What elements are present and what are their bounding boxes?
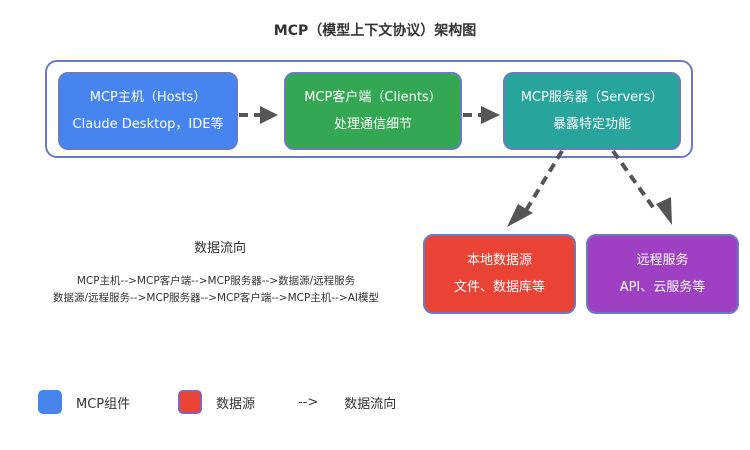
legend-label-data-source: 数据源: [216, 396, 256, 412]
node-remote-title: 远程服务: [636, 253, 689, 268]
legend-label-data-flow: 数据流向: [344, 396, 397, 412]
node-remote-subtitle: API、云服务等: [619, 280, 706, 295]
data-flow-title: 数据流向: [193, 241, 246, 256]
node-client-subtitle: 处理通信细节: [333, 117, 412, 132]
legend-arrow-symbol: -->: [298, 394, 319, 410]
diagram-title: MCP（模型上下文协议）架构图: [273, 23, 477, 39]
node-mcp-server[interactable]: MCP服务器（Servers） 暴露特定功能: [503, 72, 681, 150]
legend-label-mcp: MCP组件: [76, 396, 131, 412]
node-host-title: MCP主机（Hosts）: [89, 90, 207, 105]
data-flow-response-path: 数据源/远程服务-->MCP服务器-->MCP客户端-->MCP主机-->AI模…: [53, 292, 379, 304]
arrowhead-server-local: [507, 204, 533, 227]
node-local-subtitle: 文件、数据库等: [453, 280, 545, 295]
legend-swatch-red: [178, 390, 202, 414]
legend-item-mcp-component: MCP组件: [38, 388, 130, 416]
node-server-subtitle: 暴露特定功能: [552, 117, 631, 132]
legend-item-data-flow: --> 数据流向: [298, 388, 396, 416]
arrowhead-server-remote: [656, 197, 672, 225]
node-server-title: MCP服务器（Servers）: [520, 90, 664, 105]
node-host-subtitle: Claude Desktop，IDE等: [72, 117, 224, 132]
legend-item-data-source: 数据源: [178, 388, 255, 416]
node-mcp-client[interactable]: MCP客户端（Clients） 处理通信细节: [284, 72, 462, 150]
node-local-title: 本地数据源: [466, 253, 532, 268]
node-mcp-host[interactable]: MCP主机（Hosts） Claude Desktop，IDE等: [58, 72, 238, 150]
node-remote-service[interactable]: 远程服务 API、云服务等: [586, 234, 739, 314]
data-flow-request-path: MCP主机-->MCP客户端-->MCP服务器-->数据源/远程服务: [76, 275, 356, 287]
node-client-title: MCP客户端（Clients）: [304, 90, 442, 105]
node-local-data-source[interactable]: 本地数据源 文件、数据库等: [423, 234, 576, 314]
arrow-server-to-remote: [611, 149, 657, 212]
legend-swatch-blue: [38, 390, 62, 414]
arrow-server-to-local: [523, 149, 564, 214]
